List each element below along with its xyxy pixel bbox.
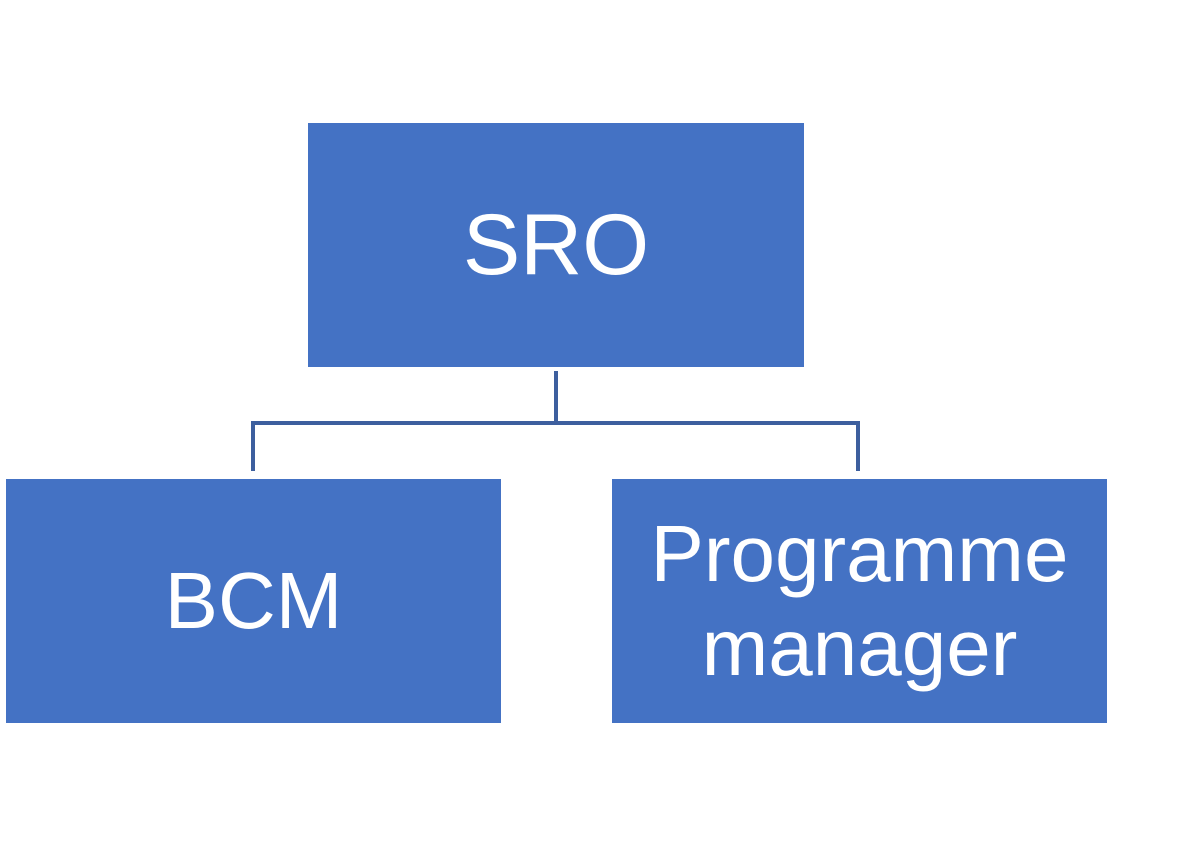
node-sro-label: SRO — [462, 196, 650, 293]
node-bcm: BCM — [6, 479, 501, 723]
node-programme-manager: Programme manager — [612, 479, 1107, 723]
node-bcm-label: BCM — [164, 556, 343, 645]
node-sro: SRO — [308, 123, 804, 367]
node-programme-manager-label: Programme manager — [650, 508, 1069, 692]
